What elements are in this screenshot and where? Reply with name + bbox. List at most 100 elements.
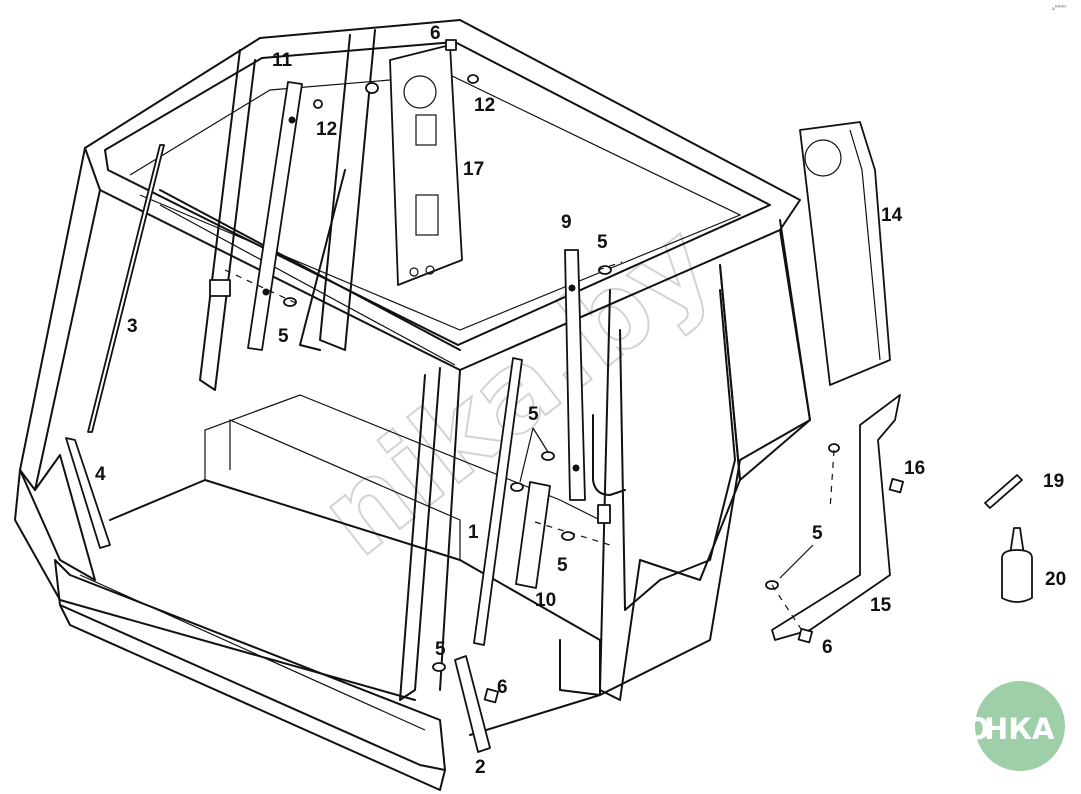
rear-left-pillar bbox=[199, 49, 256, 391]
screw-icon bbox=[541, 451, 555, 461]
front-right-pillar bbox=[399, 367, 441, 701]
front-bumper bbox=[54, 559, 446, 771]
roof-inner-edge bbox=[129, 74, 742, 331]
clip-icon bbox=[797, 627, 813, 644]
floor-step bbox=[204, 394, 601, 521]
part-11-hole-2 bbox=[262, 288, 270, 296]
front-left-pillar bbox=[19, 147, 101, 491]
cab-frame bbox=[14, 19, 811, 791]
part-15-trim bbox=[771, 394, 901, 641]
part-17-knob-1 bbox=[409, 267, 419, 277]
roof-frame bbox=[84, 19, 801, 371]
rear-center-pillar bbox=[319, 29, 376, 351]
callout-15: 15 bbox=[870, 595, 892, 616]
leader-lines bbox=[519, 427, 814, 579]
screw-icon bbox=[561, 531, 575, 541]
logo-circle bbox=[975, 681, 1065, 771]
callout-20: 20 bbox=[1045, 569, 1066, 590]
door-latch bbox=[597, 504, 611, 524]
part-17-speaker bbox=[403, 75, 437, 109]
callout-2: 2 bbox=[475, 757, 486, 778]
mid-crossbar bbox=[159, 189, 461, 351]
callout-5c: 5 bbox=[528, 404, 539, 425]
clip-icon bbox=[888, 477, 904, 494]
callout-12b: 12 bbox=[474, 95, 495, 116]
door-handle bbox=[592, 414, 626, 496]
roof-inner-frame bbox=[104, 41, 771, 346]
part-14-panel bbox=[799, 121, 891, 386]
assembly-line bbox=[534, 521, 611, 546]
part-4-bracket bbox=[65, 437, 111, 549]
callout-5e: 5 bbox=[435, 639, 446, 660]
callout-4: 4 bbox=[95, 464, 106, 485]
part-11-trim bbox=[247, 81, 303, 351]
callout-5a: 5 bbox=[278, 326, 289, 347]
callout-9: 9 bbox=[561, 212, 572, 233]
floor-inner bbox=[229, 419, 461, 560]
assembly-lines bbox=[224, 261, 835, 636]
part-17-window-2 bbox=[415, 194, 439, 236]
assembly-line bbox=[771, 584, 806, 636]
part-9-hole-1 bbox=[568, 284, 576, 292]
left-lower-body bbox=[14, 469, 416, 701]
leader-line bbox=[532, 427, 549, 453]
callout-16: 16 bbox=[904, 458, 925, 479]
leader-line bbox=[519, 427, 534, 483]
agronka-logo: АГРО НКА bbox=[903, 681, 1065, 771]
part-9-hole-2 bbox=[572, 464, 580, 472]
mid-crossbar-inner bbox=[159, 204, 456, 366]
callout-19: 19 bbox=[1043, 471, 1064, 492]
callout-12a: 12 bbox=[316, 119, 337, 140]
callout-6a: 6 bbox=[430, 23, 441, 44]
assembly-line bbox=[597, 261, 623, 271]
door-window bbox=[619, 289, 736, 611]
front-right-pillar-2 bbox=[439, 369, 461, 691]
part-3-strip bbox=[87, 144, 165, 433]
clip-icon bbox=[445, 39, 457, 51]
screw-icon bbox=[598, 265, 612, 275]
callout-17: 17 bbox=[463, 159, 484, 180]
callout-5f: 5 bbox=[812, 523, 823, 544]
screw-icon bbox=[432, 662, 446, 672]
callout-14: 14 bbox=[881, 205, 903, 226]
inner-dash-box bbox=[559, 639, 601, 696]
callout-5d: 5 bbox=[557, 555, 568, 576]
callout-labels: 1 2 3 4 5 5 5 5 5 5 6 6 6 9 10 11 12 12 … bbox=[95, 23, 1066, 778]
corner-mark: ₐ⁰⁰⁰⁰ bbox=[1052, 4, 1066, 12]
clip-icon bbox=[209, 279, 231, 297]
logo-text-right: НКА bbox=[984, 712, 1055, 746]
part-1-strip bbox=[473, 357, 523, 646]
callout-6b: 6 bbox=[497, 677, 508, 698]
part-20-bottle bbox=[1001, 527, 1033, 603]
screw-icon bbox=[510, 482, 524, 492]
callout-11: 11 bbox=[272, 50, 293, 71]
screw-icon bbox=[467, 74, 479, 84]
callout-5b: 5 bbox=[597, 232, 608, 253]
screws bbox=[283, 74, 840, 672]
part-9-trim bbox=[564, 249, 586, 501]
part-10-trim bbox=[515, 481, 551, 589]
part-14-speaker bbox=[804, 139, 842, 177]
rear-center-panel bbox=[299, 169, 346, 351]
leader-line bbox=[779, 544, 814, 579]
logo-text-left: АГРО bbox=[903, 712, 990, 746]
callout-3: 3 bbox=[127, 316, 138, 337]
bottle-body bbox=[1001, 549, 1033, 603]
callout-10: 10 bbox=[535, 590, 556, 611]
assembly-line bbox=[224, 269, 301, 306]
callout-1: 1 bbox=[468, 522, 479, 543]
screw-icon bbox=[313, 99, 323, 109]
part-14-flange bbox=[849, 129, 881, 361]
part-2-bracket bbox=[454, 655, 491, 753]
part-17-knob-2 bbox=[425, 265, 435, 275]
clips bbox=[209, 39, 904, 704]
clip-icon bbox=[483, 687, 499, 704]
part-17-panel bbox=[389, 44, 463, 286]
floor-platform bbox=[109, 479, 601, 736]
parts bbox=[65, 39, 1033, 753]
left-side-panel bbox=[19, 454, 96, 581]
front-bumper-line bbox=[79, 574, 426, 731]
callout-6c: 6 bbox=[822, 637, 833, 658]
assembly-line bbox=[829, 449, 835, 511]
